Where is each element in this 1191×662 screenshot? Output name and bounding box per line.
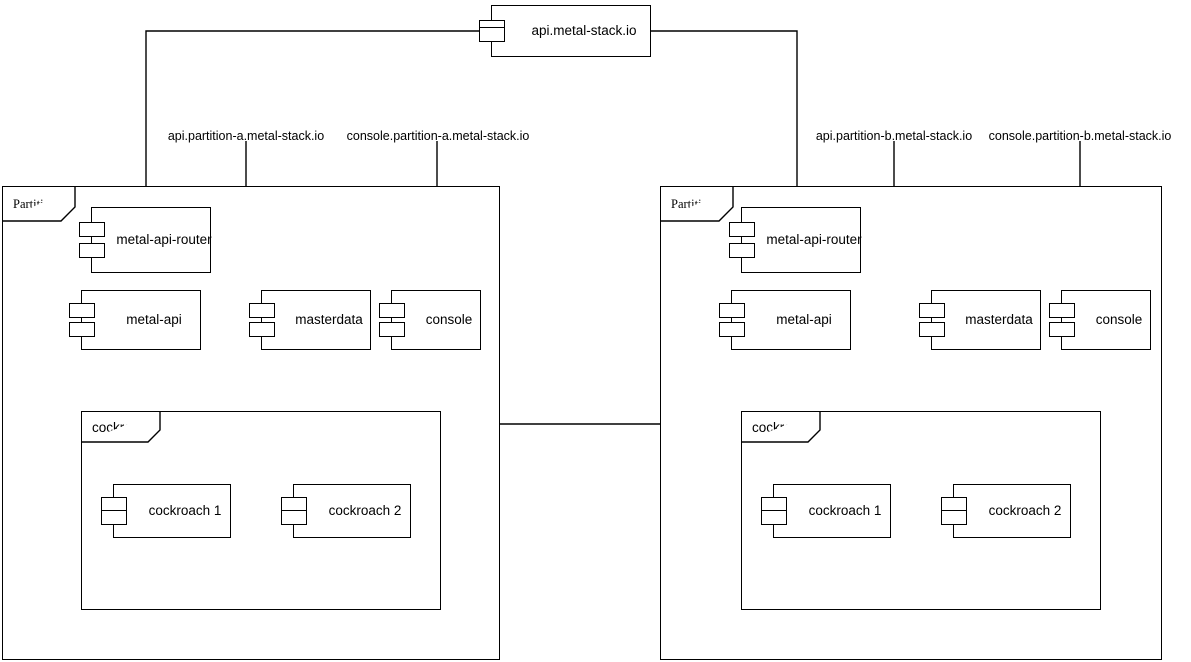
component-partition-b-console[interactable]: console bbox=[1049, 290, 1151, 350]
component-label: masterdata bbox=[965, 312, 1033, 328]
component-label: masterdata bbox=[295, 312, 363, 328]
component-label: metal-api-router bbox=[116, 232, 212, 248]
edge-label-console-partition-b: console.partition-b.metal-stack.io bbox=[988, 129, 1172, 143]
component-api-gateway[interactable]: api.metal-stack.io bbox=[479, 5, 651, 57]
component-partition-a-cockroach-2[interactable]: cockroach 2 bbox=[281, 484, 411, 538]
component-partition-b-metal-api[interactable]: metal-api bbox=[719, 290, 851, 350]
component-partition-a-masterdata[interactable]: masterdata bbox=[249, 290, 371, 350]
component-label: metal-api-router bbox=[766, 232, 862, 248]
component-partition-b-cockroach-1[interactable]: cockroach 1 bbox=[761, 484, 891, 538]
component-label: cockroach 1 bbox=[148, 503, 222, 519]
component-label: cockroach 2 bbox=[328, 503, 402, 519]
component-partition-b-metal-api-router[interactable]: metal-api-router bbox=[729, 207, 862, 273]
edge-label-api-partition-a: api.partition-a.metal-stack.io bbox=[167, 129, 325, 143]
frame-tab-partition-b: Partition B bbox=[661, 187, 734, 222]
frame-tab-partition-b-cockroach: cockroach bbox=[742, 412, 821, 443]
frame-tab-partition-a-cockroach: cockroach bbox=[82, 412, 161, 443]
component-partition-a-metal-api[interactable]: metal-api bbox=[69, 290, 201, 350]
component-partition-a-metal-api-router[interactable]: metal-api-router bbox=[79, 207, 212, 273]
component-label: cockroach 1 bbox=[808, 503, 882, 519]
component-label: api.metal-stack.io bbox=[531, 23, 637, 39]
component-label: cockroach 2 bbox=[988, 503, 1062, 519]
component-partition-b-masterdata[interactable]: masterdata bbox=[919, 290, 1041, 350]
component-label: console bbox=[1095, 312, 1143, 328]
component-partition-b-cockroach-2[interactable]: cockroach 2 bbox=[941, 484, 1071, 538]
component-label: metal-api bbox=[776, 312, 832, 328]
edge-api-gw-to-partition-a-router bbox=[141, 30, 491, 205]
component-partition-a-console[interactable]: console bbox=[379, 290, 481, 350]
edge-label-console-partition-a: console.partition-a.metal-stack.io bbox=[346, 129, 530, 143]
edge-api-gw-to-partition-b-router bbox=[651, 30, 802, 205]
edge-label-api-partition-b: api.partition-b.metal-stack.io bbox=[815, 129, 973, 143]
component-partition-a-cockroach-1[interactable]: cockroach 1 bbox=[101, 484, 231, 538]
component-label: console bbox=[425, 312, 473, 328]
frame-tab-partition-a: Partition A bbox=[3, 187, 76, 222]
component-label: metal-api bbox=[126, 312, 182, 328]
